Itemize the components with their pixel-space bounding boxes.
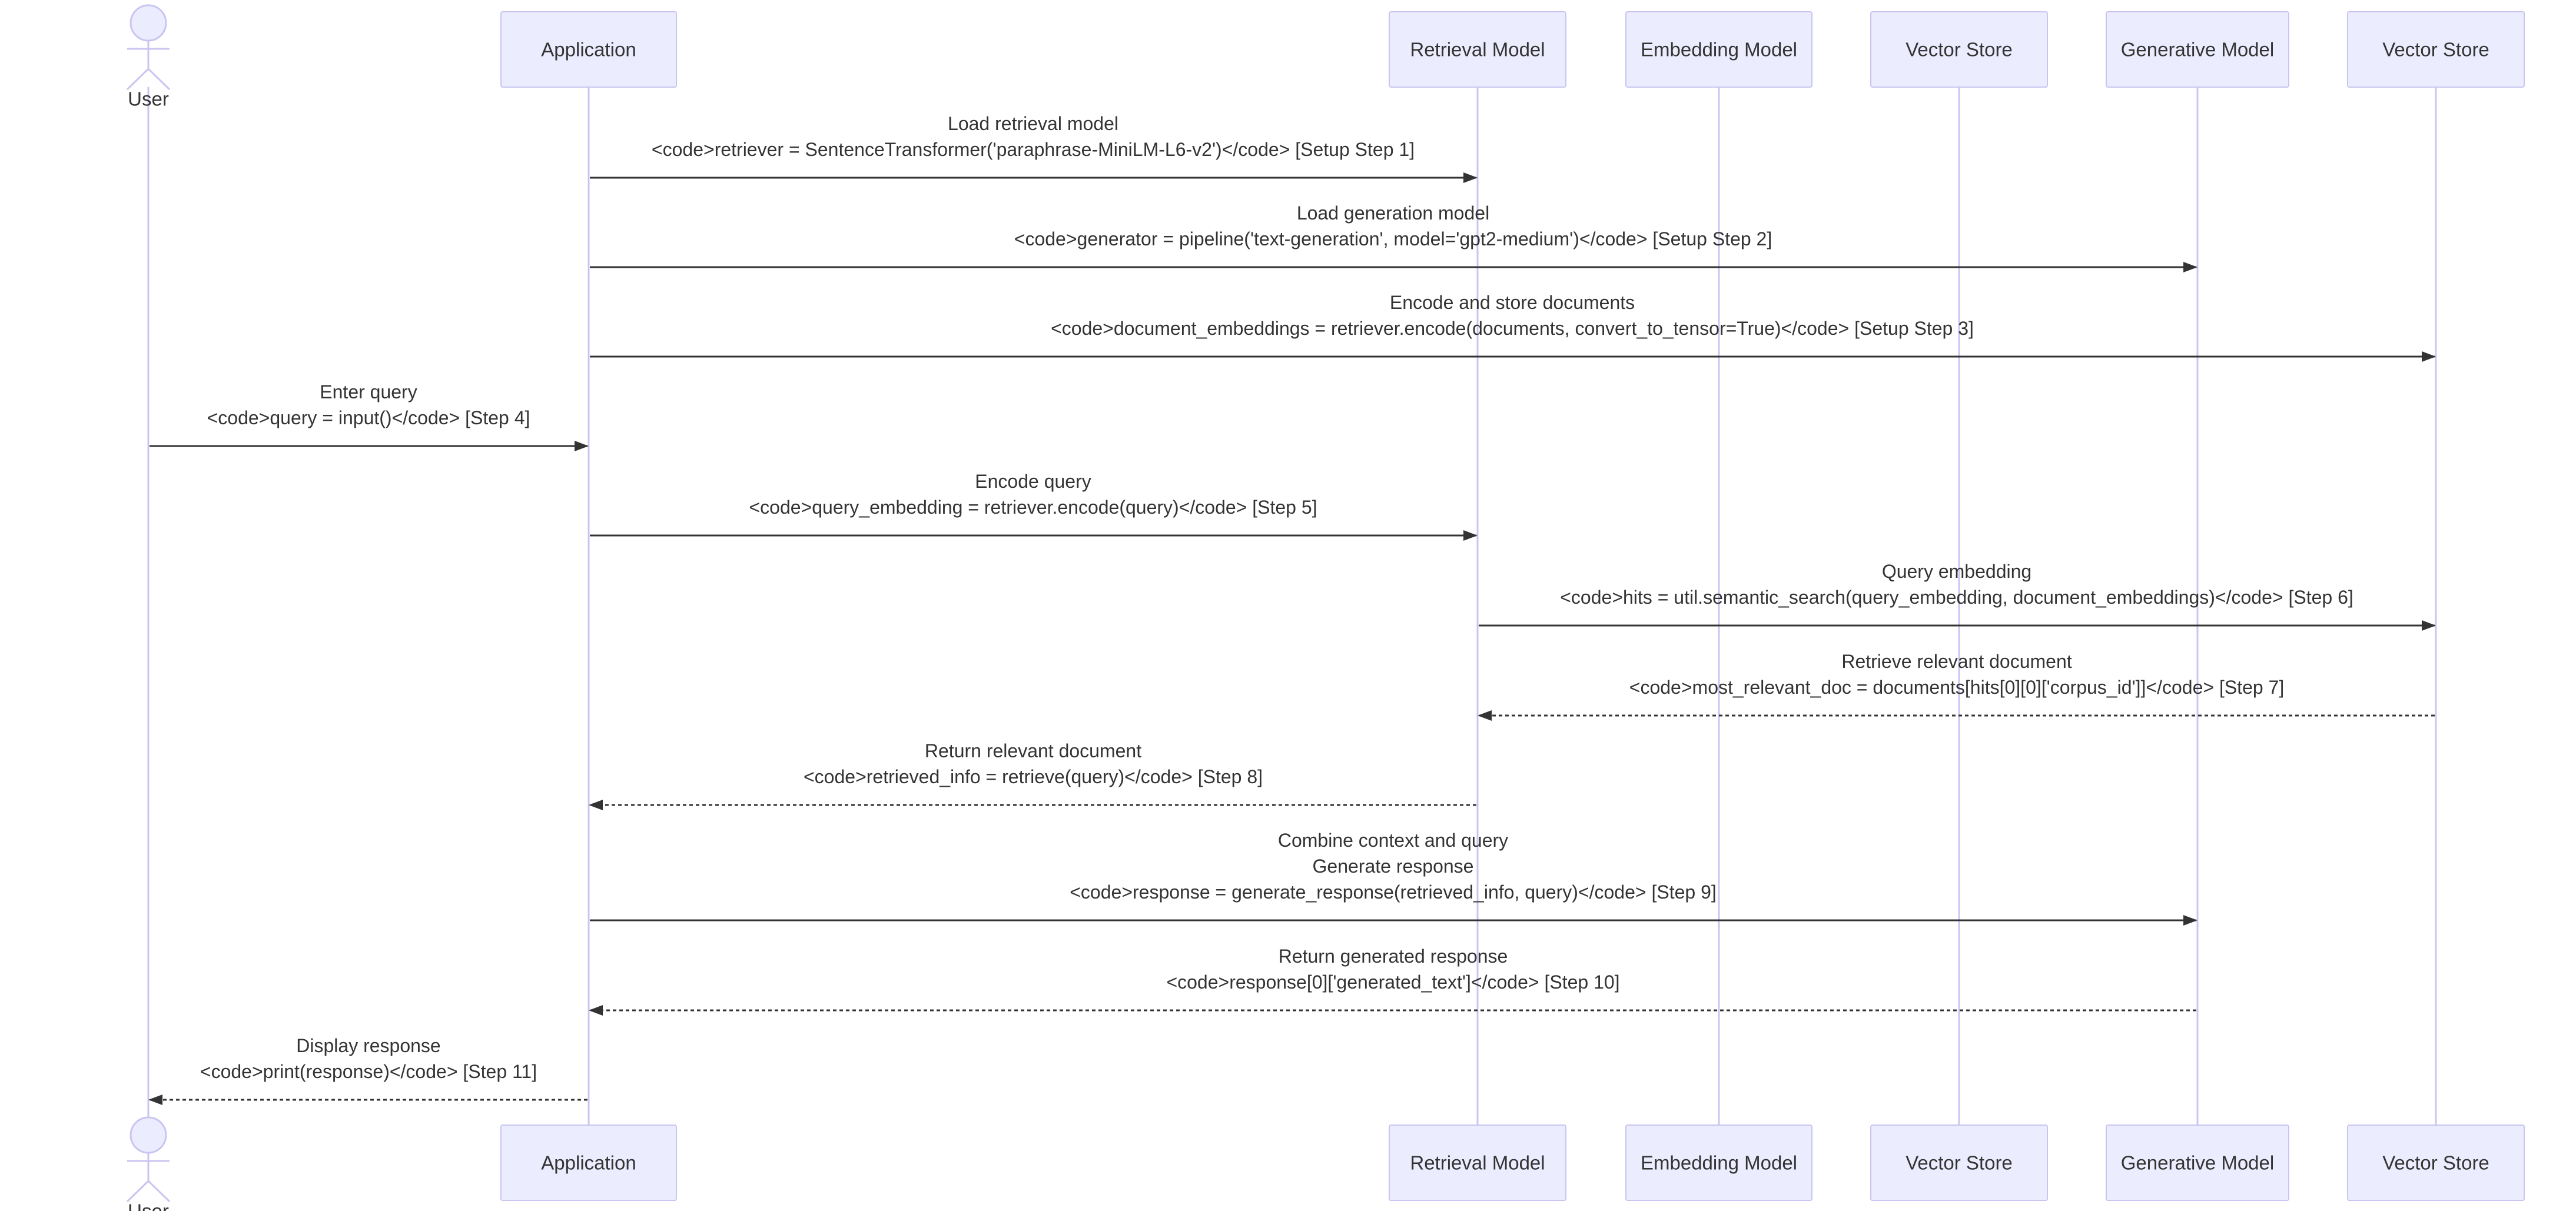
participants-bottom: User Application Retrieval Model Embedding … [126,1116,2525,1211]
participant-label: Retrieval Model [1410,1152,1545,1174]
message-3: Encode and store documents <code>document… [590,292,2436,362]
message-8: Return relevant document <code>retrieved_… [589,740,1476,810]
participant-label: User [128,88,169,110]
participants-top: User Application Retrieval Model Embedding … [126,4,2525,110]
actor-icon [126,4,171,91]
message-label: Encode and store documents [1390,292,1635,313]
message-label: Generate response [1313,856,1474,877]
participant-top-retrieval: Retrieval Model [1389,11,1566,88]
participant-top-generative: Generative Model [2106,11,2289,88]
message-4: Enter query <code>query = input()</code> … [150,381,589,451]
messages: Load retrieval model <code>retriever = Se… [148,113,2436,1105]
message-label: <code>query_embedding = retriever.encode… [749,497,1317,518]
message-7: Retrieve relevant document <code>most_rel… [1478,651,2435,721]
message-label: <code>most_relevant_doc = documents[hits… [1629,677,2284,698]
message-label: Combine context and query [1278,830,1508,851]
message-2: Load generation model <code>generator = p… [590,202,2197,272]
message-label: Encode query [975,471,1091,492]
message-label: <code>print(response)</code> [Step 11] [200,1061,537,1082]
participant-bottom-app: Application [500,1124,677,1201]
message-label: Query embedding [1882,561,2031,582]
participant-label: Embedding Model [1641,1152,1797,1174]
participant-bottom-embedding: Embedding Model [1625,1124,1813,1201]
actor-icon [126,1116,171,1203]
message-label: Return relevant document [925,740,1141,761]
participant-bottom-vs2: Vector Store [2347,1124,2525,1201]
participant-label: Vector Store [1906,39,2013,61]
participant-bottom-vs1: Vector Store [1870,1124,2048,1201]
message-label: <code>retrieved_info = retrieve(query)</… [804,766,1263,787]
message-10: Return generated response <code>response[… [589,946,2196,1016]
message-11: Display response <code>print(response)</c… [148,1035,587,1105]
message-label: Enter query [320,381,417,402]
message-label: Load retrieval model [948,113,1118,134]
message-label: <code>generator = pipeline('text-generat… [1014,228,1772,249]
participant-label: Application [541,1152,636,1174]
message-6: Query embedding <code>hits = util.semanti… [1479,561,2436,631]
participant-bottom-retrieval: Retrieval Model [1389,1124,1566,1201]
participant-top-vs1: Vector Store [1870,11,2048,88]
message-label: Return generated response [1279,946,1508,967]
participant-bottom-generative: Generative Model [2106,1124,2289,1201]
message-1: Load retrieval model <code>retriever = Se… [590,113,1478,183]
participant-label: Application [541,39,636,61]
message-label: Display response [296,1035,440,1056]
message-label: <code>query = input()</code> [Step 4] [207,407,530,428]
participant-label: Generative Model [2121,1152,2274,1174]
participant-label: Vector Store [2382,1152,2489,1174]
participant-bottom-user: User [126,1116,171,1211]
message-5: Encode query <code>query_embedding = retr… [590,471,1478,541]
participant-label: Generative Model [2121,39,2274,61]
message-label: Load generation model [1297,202,1489,224]
lifelines [147,87,2437,1125]
participant-top-user: User [126,4,171,110]
participant-label: Vector Store [2382,39,2489,61]
participant-top-embedding: Embedding Model [1625,11,1813,88]
message-label: <code>response[0]['generated_text']</cod… [1166,972,1619,993]
participant-label: Embedding Model [1641,39,1797,61]
participant-label: Vector Store [1906,1152,2013,1174]
participant-top-app: Application [500,11,677,88]
message-label: <code>hits = util.semantic_search(query_… [1560,587,2353,608]
message-label: <code>response = generate_response(retri… [1070,881,1717,903]
participant-top-vs2: Vector Store [2347,11,2525,88]
message-label: Retrieve relevant document [1841,651,2072,672]
participant-label: Retrieval Model [1410,39,1545,61]
message-label: <code>retriever = SentenceTransformer('p… [652,139,1415,160]
message-label: <code>document_embeddings = retriever.en… [1051,318,1974,339]
participant-label: User [128,1200,169,1211]
